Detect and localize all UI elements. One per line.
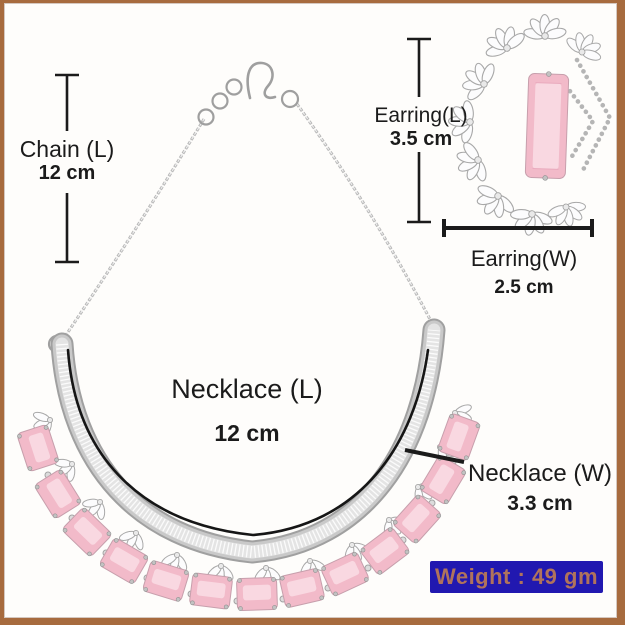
necklace-width-value: 3.3 cm: [507, 491, 573, 515]
earring-width-value: 2.5 cm: [494, 277, 554, 299]
necklace-length-label: Necklace (L): [171, 374, 323, 404]
earring-length-label: Earring(L): [374, 104, 468, 127]
weight-badge-text: Weight : 49 gm: [434, 564, 599, 589]
necklace-width-label: Necklace (W): [467, 460, 613, 487]
necklace-length-annotation: Necklace (L) 12 cm: [171, 374, 323, 446]
earring-length-measure-line: [407, 37, 431, 224]
choker-band: [50, 318, 446, 564]
chain-length-annotation: Chain (L) 12 cm: [20, 136, 115, 185]
earring-illustration: [446, 13, 613, 240]
earring-width-measure-line: [442, 219, 594, 237]
necklace-length-value: 12 cm: [214, 420, 280, 447]
earring-length-value: 3.5 cm: [389, 128, 453, 151]
earring-length-annotation: Earring(L) 3.5 cm: [374, 104, 467, 151]
clasp-hook-icon: [197, 61, 300, 126]
necklace-width-pointer-line: [404, 448, 465, 464]
necklace-width-annotation: Necklace (W) 3.3 cm: [468, 460, 612, 516]
chain-length-value: 12 cm: [38, 162, 96, 185]
necklace-length-arc-indicator: [66, 348, 430, 537]
earring-width-label: Earring(W): [470, 246, 578, 271]
earring-center-stone: [524, 71, 570, 181]
chain-length-label: Chain (L): [19, 136, 115, 162]
chain-length-measure-line: [55, 73, 79, 264]
earring-width-annotation: Earring(W) 2.5 cm: [471, 246, 577, 299]
earring-chevron-pave: [563, 57, 613, 175]
weight-badge: Weight : 49 gm: [430, 561, 603, 593]
